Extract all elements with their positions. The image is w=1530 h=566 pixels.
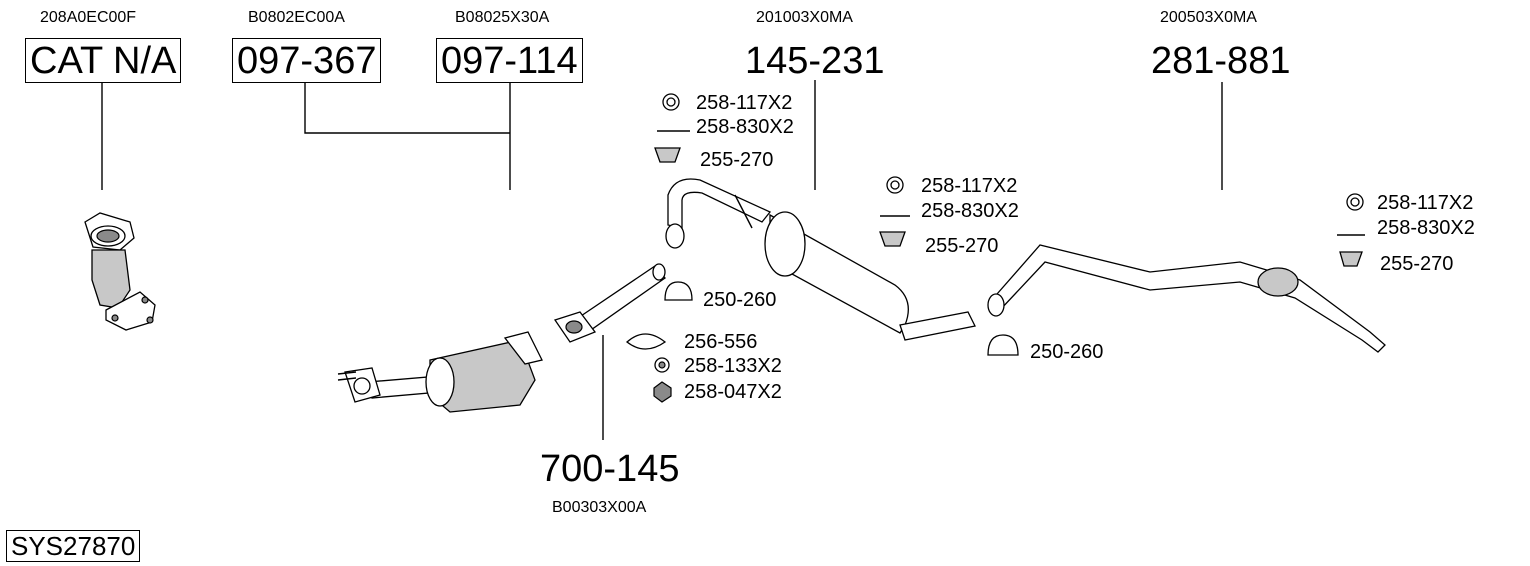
oem-number-2: B0802EC00A: [248, 9, 345, 26]
center-muffler: [665, 178, 976, 341]
oem-number-6: B00303X00A: [552, 499, 647, 516]
accessory-center-ring[interactable]: 258-117X2: [921, 175, 1018, 197]
accessory-rear-bolt[interactable]: 258-830X2: [1377, 217, 1475, 239]
part-number-4[interactable]: 145-231: [745, 40, 885, 82]
accessory-middle-bolt[interactable]: 258-830X2: [696, 116, 794, 138]
rear-pipe: [987, 244, 1386, 353]
oem-number-5: 200503X0MA: [1160, 9, 1257, 26]
part-number-2[interactable]: 097-367: [232, 38, 382, 83]
clamp-rear[interactable]: 250-260: [1030, 341, 1104, 363]
oem-number-4: 201003X0MA: [756, 9, 853, 26]
accessory-nut[interactable]: 258-047X2: [684, 381, 782, 403]
accessory-center-hanger[interactable]: 255-270: [925, 235, 999, 257]
leader-lines: [101, 80, 1223, 440]
accessory-center-bolt[interactable]: 258-830X2: [921, 200, 1019, 222]
accessory-middle-hanger[interactable]: 255-270: [700, 149, 774, 171]
front-pipe-assembly: [337, 331, 543, 413]
intermediate-pipe: [553, 263, 666, 343]
oem-number-1: 208A0EC00F: [40, 9, 137, 26]
part-number-3[interactable]: 097-114: [436, 38, 583, 83]
accessory-gasket[interactable]: 256-556: [684, 331, 758, 353]
part-number-5[interactable]: 281-881: [1151, 40, 1291, 82]
part-number-6[interactable]: 700-145: [540, 448, 680, 490]
accessory-rear-hanger[interactable]: 255-270: [1380, 253, 1454, 275]
clamp-front[interactable]: 250-260: [703, 289, 777, 311]
part-number-1[interactable]: CAT N/A: [25, 38, 182, 83]
catalytic-converter-manifold: [84, 212, 156, 331]
accessory-rear-ring[interactable]: 258-117X2: [1377, 192, 1474, 214]
system-code: SYS27870: [6, 530, 141, 562]
accessory-washer[interactable]: 258-133X2: [684, 355, 782, 377]
accessory-middle-ring[interactable]: 258-117X2: [696, 92, 793, 114]
accessory-icons: [625, 93, 1365, 403]
oem-number-3: B08025X30A: [455, 9, 550, 26]
